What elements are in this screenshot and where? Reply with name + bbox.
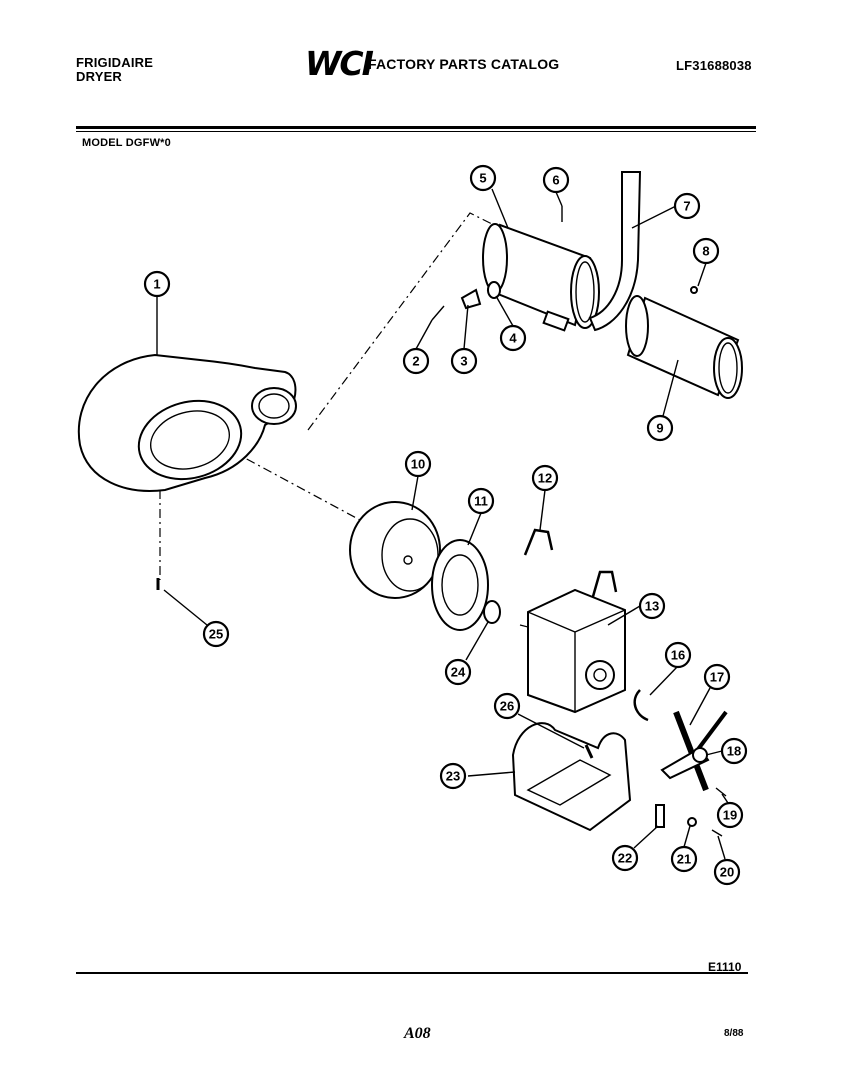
blower-wheel — [349, 501, 441, 599]
brand-name: FRIGIDAIRE — [76, 55, 154, 70]
callout-17: 17 — [703, 663, 731, 691]
svg-text:13: 13 — [645, 599, 659, 614]
callout-16: 16 — [664, 641, 692, 669]
svg-text:19: 19 — [723, 808, 737, 823]
assembly-line-fan — [229, 449, 361, 521]
assembly-line-exhaust — [307, 212, 501, 431]
assembly-line-motor — [519, 624, 541, 631]
callout-25: 25 — [202, 620, 230, 648]
model-label: MODEL DGFW*0 — [82, 137, 171, 149]
screw-20 — [711, 829, 723, 837]
callout-2: 2 — [402, 347, 430, 375]
motor-clamp — [523, 528, 554, 556]
callout-24: 24 — [444, 658, 472, 686]
spring-16 — [633, 689, 649, 722]
svg-text:20: 20 — [720, 865, 734, 880]
catalog-title: FACTORY PARTS CATALOG — [368, 56, 560, 72]
header-rule — [76, 126, 756, 129]
spring-22 — [655, 804, 665, 828]
callout-21: 21 — [670, 845, 698, 873]
callout-20: 20 — [713, 858, 741, 886]
callout-18: 18 — [720, 737, 748, 765]
callout-3: 3 — [450, 347, 478, 375]
exhaust-duct — [482, 223, 600, 332]
callout-7: 7 — [673, 192, 701, 220]
callout-4: 4 — [499, 324, 527, 352]
clip-3 — [460, 288, 482, 310]
callout-12: 12 — [531, 464, 559, 492]
motor-clamp-2 — [590, 570, 618, 601]
callout-1: 1 — [143, 270, 171, 298]
nut-21 — [687, 817, 697, 827]
svg-text:2: 2 — [412, 354, 419, 369]
leader-lines — [156, 188, 729, 860]
callout-22: 22 — [611, 844, 639, 872]
svg-text:10: 10 — [411, 457, 425, 472]
washer-24 — [483, 600, 501, 624]
svg-text:1: 1 — [153, 277, 160, 292]
svg-text:24: 24 — [451, 665, 466, 680]
callout-8: 8 — [692, 237, 720, 265]
header-rule-thin — [76, 131, 756, 132]
svg-text:6: 6 — [552, 173, 559, 188]
wci-logo: WCI — [305, 44, 374, 83]
svg-text:11: 11 — [474, 494, 488, 509]
ring-4 — [487, 281, 501, 299]
idler-assembly — [660, 710, 728, 792]
motor-mount — [511, 722, 632, 832]
callout-19: 19 — [716, 801, 744, 829]
callout-9: 9 — [646, 414, 674, 442]
screw-8 — [690, 286, 698, 294]
callout-13: 13 — [638, 592, 666, 620]
svg-text:17: 17 — [710, 670, 724, 685]
svg-text:16: 16 — [671, 648, 685, 663]
svg-text:5: 5 — [479, 171, 486, 186]
svg-text:8: 8 — [702, 244, 709, 259]
footer-rule — [76, 972, 748, 974]
svg-text:7: 7 — [683, 199, 690, 214]
screw-26 — [584, 744, 594, 759]
callout-10: 10 — [404, 450, 432, 478]
diagram-code: E1110 — [708, 960, 742, 974]
callout-5: 5 — [469, 164, 497, 192]
svg-text:3: 3 — [460, 354, 467, 369]
blower-seal — [431, 539, 489, 631]
svg-text:25: 25 — [209, 627, 223, 642]
svg-text:22: 22 — [618, 851, 632, 866]
svg-text:26: 26 — [500, 699, 514, 714]
catalog-date: 8/88 — [724, 1028, 744, 1039]
duct-seal — [588, 171, 642, 332]
screw-2 — [431, 305, 445, 321]
svg-text:23: 23 — [446, 769, 460, 784]
svg-text:9: 9 — [656, 421, 663, 436]
screw-19 — [715, 787, 727, 797]
svg-text:4: 4 — [509, 331, 517, 346]
duct-section — [625, 295, 743, 399]
callout-11: 11 — [467, 487, 495, 515]
callout-6: 6 — [542, 166, 570, 194]
drive-motor — [527, 588, 626, 714]
svg-text:18: 18 — [727, 744, 741, 759]
blower-housing — [77, 353, 297, 492]
page-number: A08 — [404, 1025, 431, 1042]
svg-text:12: 12 — [538, 471, 552, 486]
part-number: LF31688038 — [676, 58, 752, 73]
callout-26: 26 — [493, 692, 521, 720]
callout-23: 23 — [439, 762, 467, 790]
product-type: DRYER — [76, 69, 123, 84]
svg-text:21: 21 — [677, 852, 691, 867]
